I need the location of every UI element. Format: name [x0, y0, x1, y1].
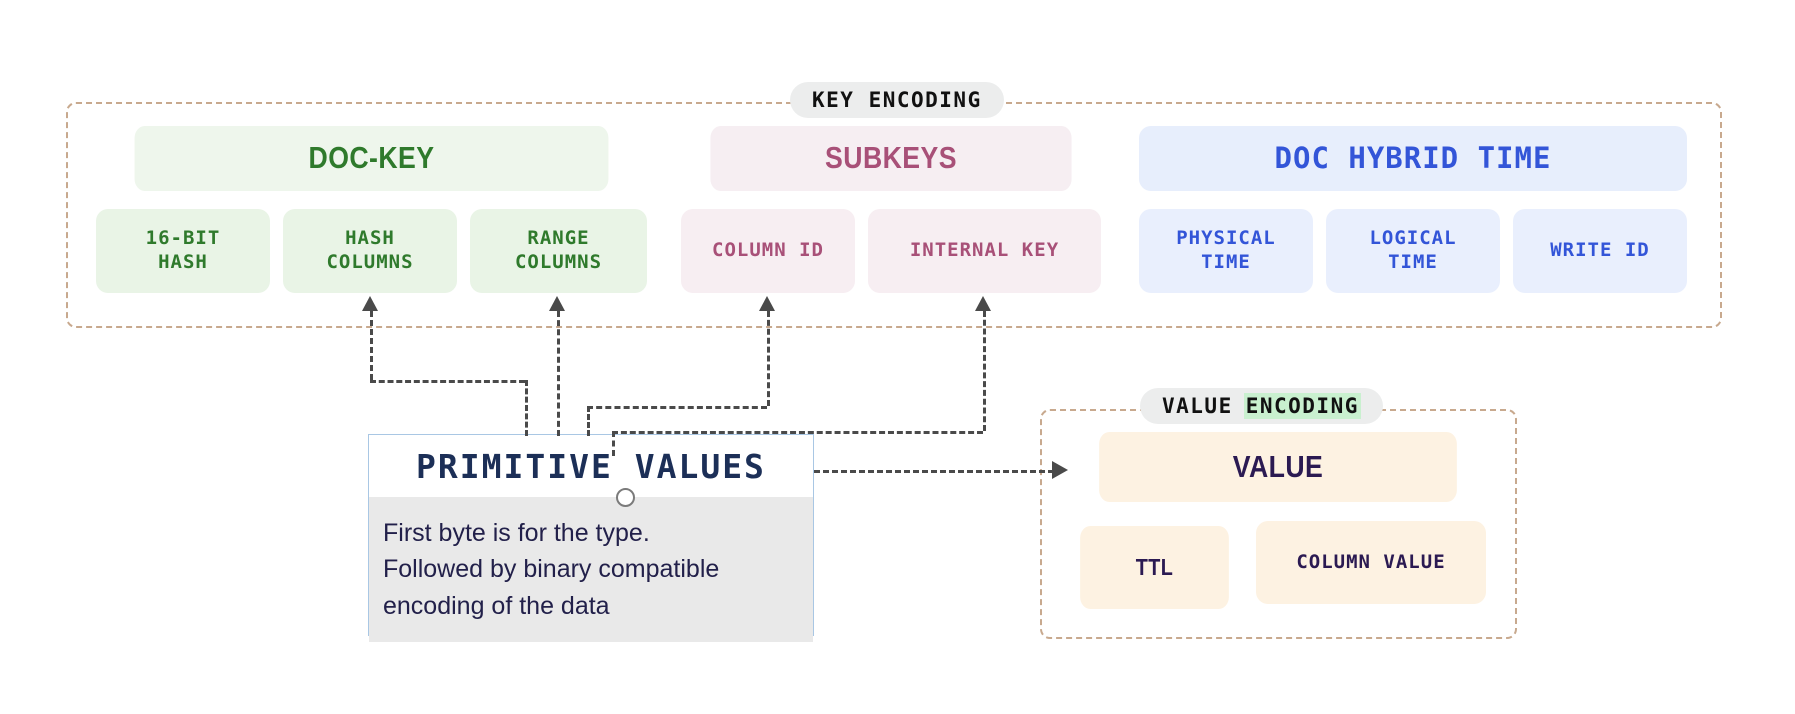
field-column-value[interactable]: COLUMN VALUE	[1256, 521, 1486, 604]
group-header-doc-hybrid-time[interactable]: DOC HYBRID TIME	[1139, 126, 1687, 191]
arrowhead-to-hash-columns	[362, 296, 378, 311]
group-header-subkeys[interactable]: SUBKEYS	[710, 126, 1072, 191]
field-physical-time[interactable]: PHYSICAL TIME	[1139, 209, 1313, 293]
key-encoding-badge: KEY ENCODING	[790, 82, 1004, 118]
primitive-values-resize-handle[interactable]	[616, 488, 635, 507]
primitive-values-description-line-2: Followed by binary compatible	[383, 555, 720, 584]
connector-primitive-values-to-value	[814, 470, 1054, 473]
arrowhead-to-internal-key	[975, 296, 991, 311]
arrowhead-to-range-columns	[549, 296, 565, 311]
field-16-bit-hash[interactable]: 16-BIT HASH	[96, 209, 270, 293]
field-ttl-label: TTL	[1135, 554, 1174, 581]
field-column-id-label: COLUMN ID	[712, 239, 824, 262]
connector-column-id-drop	[587, 406, 590, 436]
arrowhead-to-value	[1052, 461, 1068, 479]
value-encoding-badge-highlight: ENCODING	[1243, 393, 1361, 419]
field-hash-columns-line2: COLUMNS	[326, 251, 414, 273]
primitive-values-description-line-1: First byte is for the type.	[383, 519, 650, 547]
field-physical-time-line2: TIME	[1201, 251, 1251, 273]
group-header-doc-key[interactable]: DOC-KEY	[134, 126, 609, 191]
connector-hash-columns-horizontal	[370, 380, 525, 383]
connector-hash-columns-vertical	[370, 311, 373, 380]
connector-column-id-horizontal	[587, 406, 767, 409]
field-16-bit-hash-line2: HASH	[158, 251, 208, 273]
field-write-id[interactable]: WRITE ID	[1513, 209, 1687, 293]
group-header-doc-key-label: DOC-KEY	[308, 140, 435, 176]
field-physical-time-line1: PHYSICAL	[1176, 227, 1276, 250]
field-internal-key[interactable]: INTERNAL KEY	[868, 209, 1101, 293]
primitive-values-description: First byte is for the type. Followed by …	[369, 497, 813, 642]
connector-hash-columns-drop	[525, 380, 528, 436]
connector-internal-key-horizontal	[612, 431, 983, 434]
primitive-values-title: PRIMITIVE VALUES	[369, 435, 813, 497]
connector-range-columns-vertical	[557, 311, 560, 436]
primitive-values-description-line-3: encoding of the data	[383, 591, 610, 620]
field-internal-key-label: INTERNAL KEY	[909, 239, 1060, 262]
field-range-columns-line1: RANGE	[527, 227, 590, 250]
connector-column-id-vertical	[767, 311, 770, 406]
field-range-columns[interactable]: RANGE COLUMNS	[470, 209, 647, 293]
group-header-subkeys-label: SUBKEYS	[825, 140, 957, 176]
value-encoding-badge: VALUE ENCODING	[1140, 388, 1383, 424]
field-16-bit-hash-line1: 16-BIT	[145, 227, 221, 250]
value-header[interactable]: VALUE	[1099, 432, 1457, 502]
field-column-value-label: COLUMN VALUE	[1296, 550, 1446, 573]
value-header-label: VALUE	[1232, 448, 1324, 484]
field-ttl[interactable]: TTL	[1080, 526, 1229, 609]
group-header-doc-hybrid-time-label: DOC HYBRID TIME	[1274, 141, 1552, 176]
field-column-id[interactable]: COLUMN ID	[681, 209, 855, 293]
value-encoding-badge-prefix: VALUE	[1162, 394, 1233, 418]
connector-internal-key-drop	[612, 431, 615, 456]
primitive-values-card[interactable]: PRIMITIVE VALUES First byte is for the t…	[368, 434, 814, 642]
field-hash-columns-line1: HASH	[345, 227, 395, 250]
field-logical-time[interactable]: LOGICAL TIME	[1326, 209, 1500, 293]
arrowhead-to-column-id	[759, 296, 775, 311]
field-write-id-label: WRITE ID	[1550, 239, 1650, 262]
field-range-columns-line2: COLUMNS	[514, 251, 603, 273]
connector-internal-key-vertical	[983, 311, 986, 431]
field-logical-time-line2: TIME	[1388, 251, 1438, 273]
field-logical-time-line1: LOGICAL	[1369, 227, 1457, 250]
key-encoding-badge-label: KEY ENCODING	[812, 88, 982, 112]
field-hash-columns[interactable]: HASH COLUMNS	[283, 209, 457, 293]
